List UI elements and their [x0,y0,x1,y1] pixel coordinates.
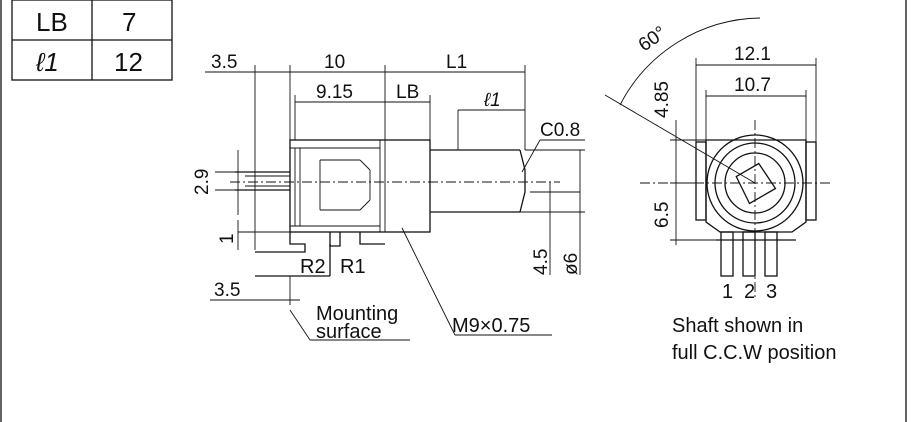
dim-pin-height: 2.9 [192,169,213,195]
dim-inner-width: 10.7 [734,75,771,96]
dim-outer-width: 12.1 [734,44,771,65]
dim-body-length: 10 [324,52,345,73]
table-row-symbol-lb: LB [36,7,68,37]
dim-lead-offset: 3.5 [211,52,237,73]
dim-top-height: 4.85 [652,81,673,118]
dimension-table: LB 7 ℓ1 12 [11,0,173,81]
dim-knurl-length: ℓ1 [483,90,501,111]
label-thread: M9×0.75 [452,315,530,337]
dim-inner-length: 9.15 [316,82,353,103]
table-row-symbol-l1: ℓ1 [35,47,59,77]
front-view: 60° 12.1 10.7 4.85 6.5 1 2 3 Shaft shown… [604,17,837,364]
dim-chamfer: C0.8 [540,120,580,141]
label-r2: R2 [300,256,326,278]
dim-bottom-offset: 3.5 [214,280,240,301]
pin-label-1: 1 [722,281,733,303]
label-mounting-line1: Mounting [316,303,398,325]
dim-shaft-length: L1 [446,52,467,73]
dim-shaft-diameter: ø6 [561,253,582,275]
dim-bushing-length: LB [396,82,419,103]
pin-label-2: 2 [744,281,755,303]
caption-line1: Shaft shown in [672,315,803,337]
label-r1: R1 [340,256,366,278]
dim-pin-gap: 1 [217,233,238,244]
table-row-value-lb: 7 [122,7,136,37]
label-mounting-line2: surface [316,321,382,343]
caption-line2: full C.C.W position [672,342,837,364]
side-view: 3.5 10 L1 9.15 LB ℓ1 C0.8 2.9 1 4.5 ø6 3… [192,52,585,343]
pin-label-3: 3 [766,281,777,303]
table-row-value-l1: 12 [114,47,143,77]
dim-lower-height: 6.5 [652,202,673,228]
dim-shaft-offset: 4.5 [531,249,552,275]
